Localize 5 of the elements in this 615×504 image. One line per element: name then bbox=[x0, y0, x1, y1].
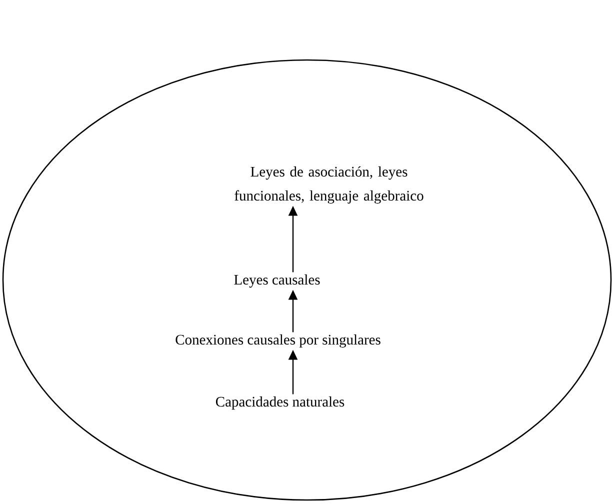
ellipse-outline bbox=[2, 59, 612, 501]
text-label: Leyes causales bbox=[234, 274, 320, 288]
text-label: Conexiones causales por singulares bbox=[176, 334, 380, 348]
text-label: Capacidades naturales bbox=[216, 396, 344, 410]
text-label: Leyes de asociación, leyes funcionales, lenguaje algebraico bbox=[234, 166, 424, 204]
